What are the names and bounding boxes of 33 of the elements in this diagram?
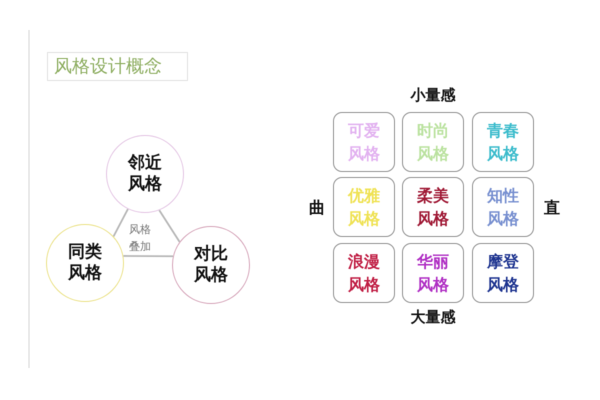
node-text: 同类风格 xyxy=(67,242,103,284)
circle-node xyxy=(106,135,184,213)
style-card xyxy=(402,112,464,172)
style-card xyxy=(472,243,534,303)
connector-line xyxy=(112,208,129,237)
center-label: 风格叠加 xyxy=(128,222,152,255)
node-text: 可爱风格 xyxy=(347,120,381,165)
style-card xyxy=(333,177,395,237)
scale-label: 曲 xyxy=(309,198,325,218)
connector-line xyxy=(123,255,173,258)
node-text: 优雅风格 xyxy=(347,185,381,230)
style-card xyxy=(472,112,534,172)
style-card xyxy=(472,177,534,237)
style-card xyxy=(333,243,395,303)
node-text: 浪漫风格 xyxy=(347,251,381,296)
scale-label: 直 xyxy=(544,198,560,218)
style-card xyxy=(402,177,464,237)
connector-line xyxy=(158,210,180,242)
style-card xyxy=(333,112,395,172)
node-text: 对比风格 xyxy=(193,244,229,286)
title: 风格设计概念 xyxy=(47,52,188,81)
node-text: 柔美风格 xyxy=(416,185,450,230)
circle-node xyxy=(172,226,250,304)
circle-node xyxy=(46,224,124,302)
node-text: 摩登风格 xyxy=(486,251,520,296)
scale-label: 小量感 xyxy=(410,85,456,105)
node-text: 知性风格 xyxy=(486,185,520,230)
node-text: 时尚风格 xyxy=(416,120,450,165)
node-text: 邻近风格 xyxy=(127,153,163,195)
node-text: 华丽风格 xyxy=(416,251,450,296)
style-card xyxy=(402,243,464,303)
node-text: 青春风格 xyxy=(486,120,520,165)
scale-label: 大量感 xyxy=(410,307,456,327)
